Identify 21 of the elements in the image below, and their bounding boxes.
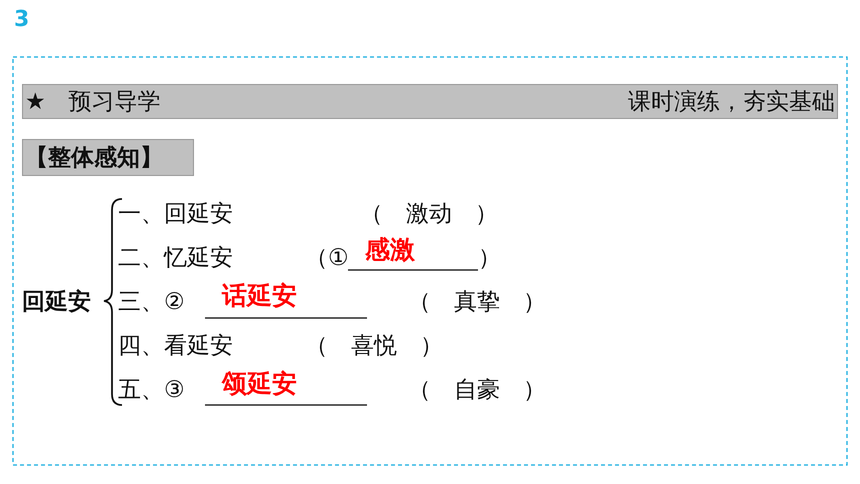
emotion-text: （ 喜悦 ） [305,332,443,360]
heading-text: 【整体感知】 [25,144,163,172]
emotion-text: （ 自豪 ） [408,376,546,404]
section-heading [22,139,194,176]
blank-marker: 五、③ [118,376,185,404]
outline-item: 二、忆延安 [118,244,233,272]
answer-text: 颂延安 [222,370,297,398]
header-bar [22,84,838,119]
bracket-text: ） [478,244,501,272]
blank-marker: 三、② [118,288,185,316]
emotion-text: （ 真挚 ） [408,288,546,316]
emotion-text: （ 激动 ） [360,200,498,228]
page-number: 3 [14,6,30,34]
topic-text: 回延安 [22,288,91,316]
outline-item: 四、看延安 [118,332,233,360]
subheading-text: 课时演练，夯实基础 [628,88,835,116]
answer-text: 话延安 [222,282,297,310]
blank-marker: （① [305,244,349,272]
heading-text: ★ 预习导学 [25,88,161,116]
outline-item: 一、回延安 [118,200,233,228]
answer-text: 感激 [365,236,415,264]
